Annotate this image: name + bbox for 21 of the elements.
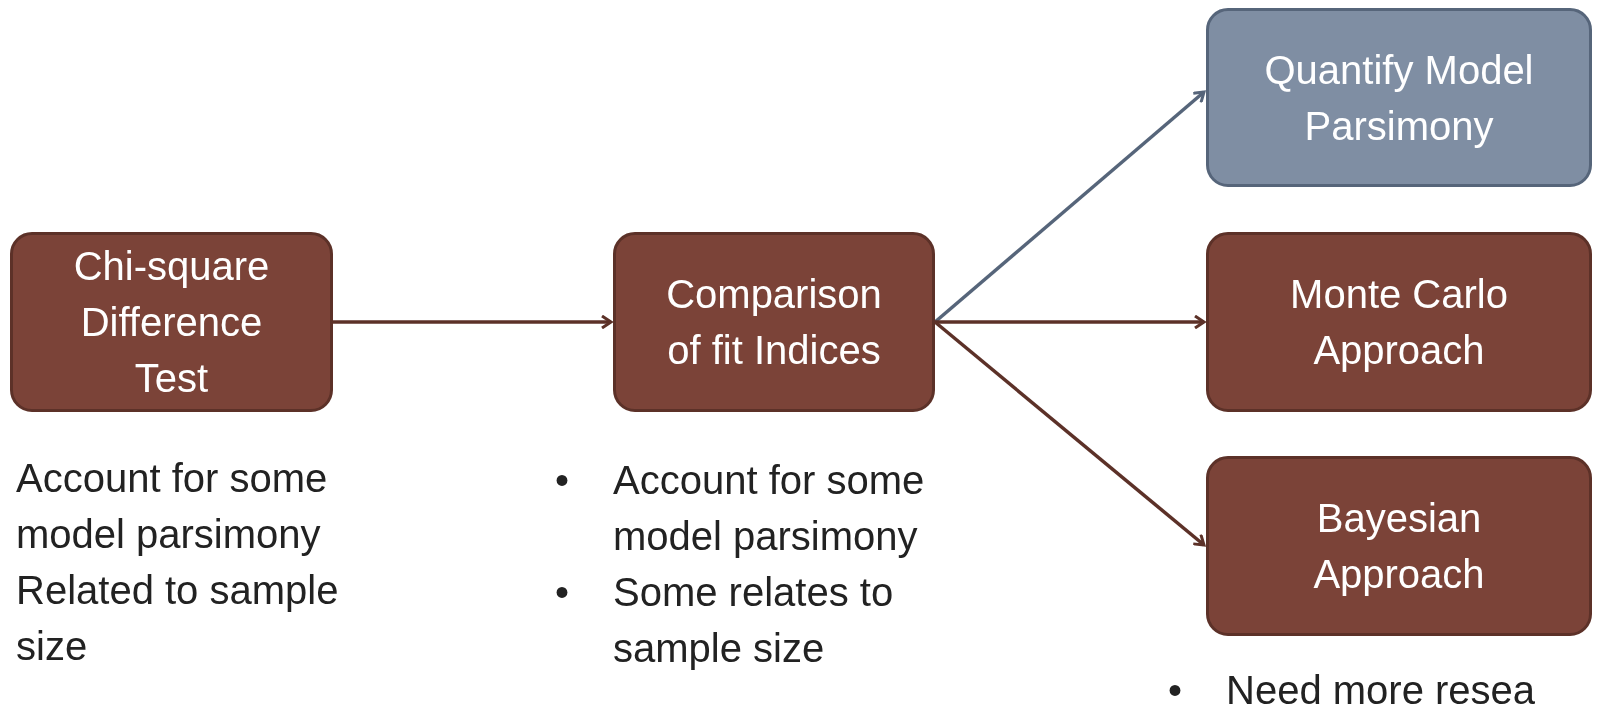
note-text: Related to sample size bbox=[16, 567, 340, 670]
process-box bbox=[10, 232, 333, 412]
note-text: Need more resea bbox=[1226, 667, 1537, 709]
process-box bbox=[1206, 456, 1592, 636]
arrow bbox=[935, 314, 1206, 330]
process-box bbox=[1206, 8, 1592, 187]
arrow bbox=[333, 314, 613, 330]
process-box bbox=[613, 232, 935, 412]
box-label: Comparison of fit Indices bbox=[665, 271, 883, 374]
bullet: • bbox=[1168, 667, 1182, 709]
box-label: Quantify Model Parsimony bbox=[1263, 46, 1535, 150]
bullet: • bbox=[555, 457, 569, 504]
bullet: • bbox=[555, 569, 569, 616]
box-label: Bayesian Approach bbox=[1312, 495, 1486, 598]
box-label: Chi-square Difference Test bbox=[72, 243, 271, 402]
arrow bbox=[933, 320, 1206, 547]
note-text: Some relates to sample size bbox=[613, 569, 895, 672]
process-box bbox=[1206, 232, 1592, 412]
note-text: Account for some model parsimony bbox=[613, 457, 926, 560]
note-text: Account for some model parsimony bbox=[16, 455, 329, 558]
box-label: Monte Carlo Approach bbox=[1289, 271, 1509, 374]
